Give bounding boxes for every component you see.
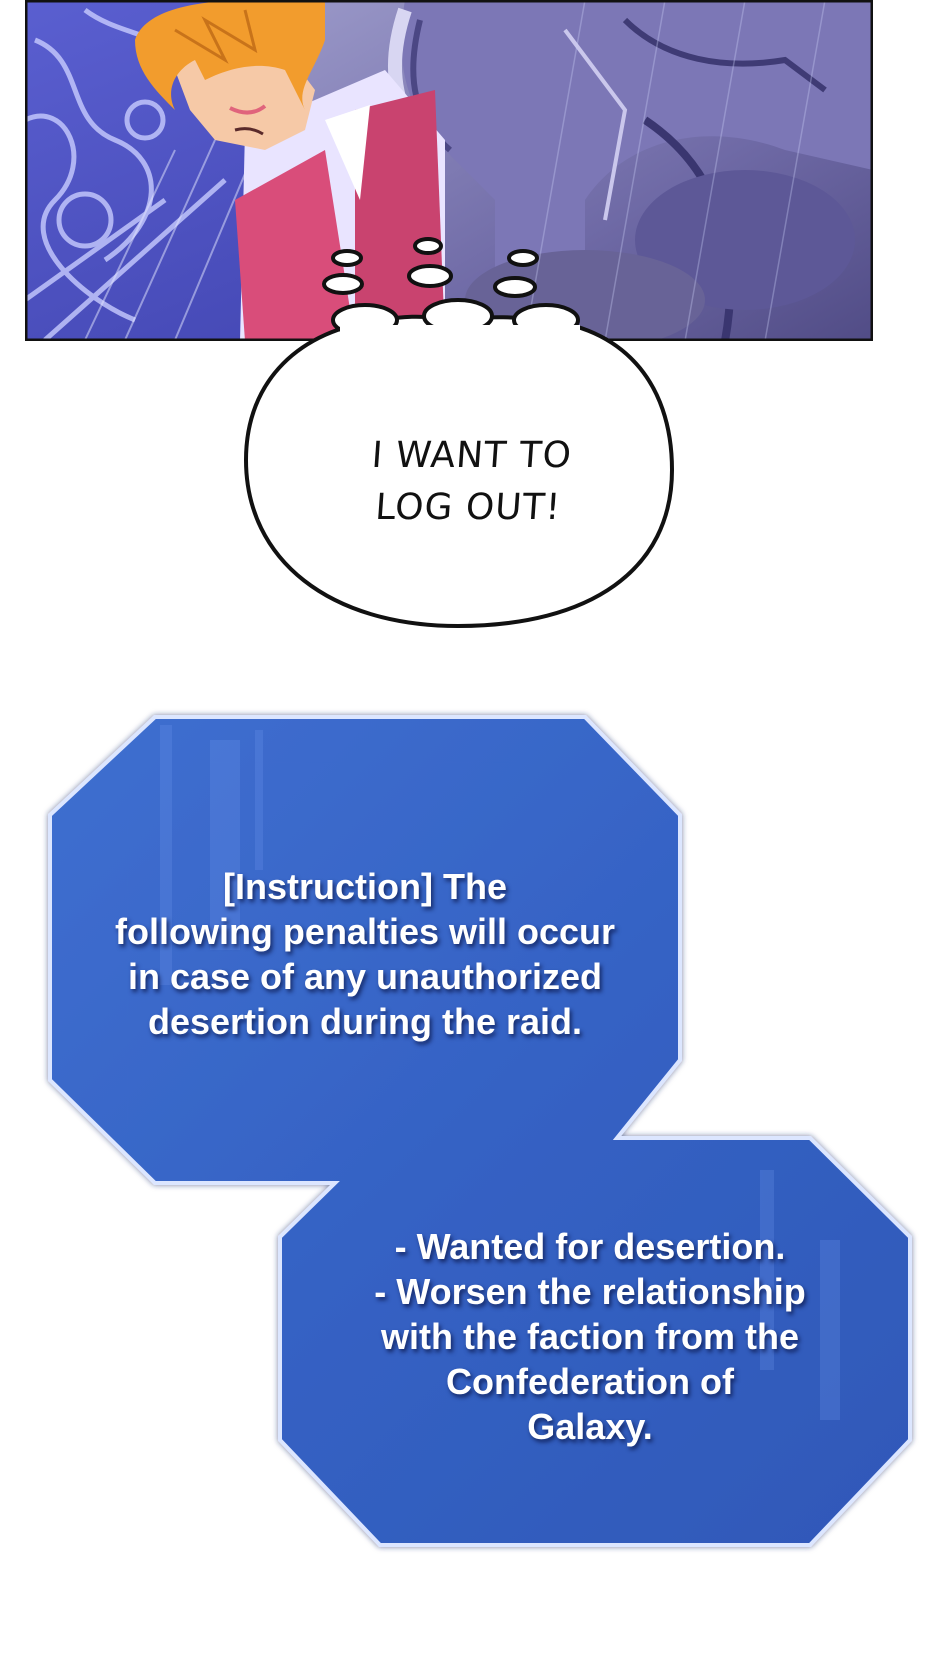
instruction-text: [Instruction] The following penalties wi… [60, 864, 670, 1044]
instruction-line-1: [Instruction] The [223, 866, 507, 907]
penalty-line-3: with the faction from the [381, 1316, 799, 1357]
instruction-line-4: desertion during the raid. [147, 1001, 583, 1042]
penalty-line-1: - Wanted for desertion. [394, 1226, 786, 1267]
instruction-line-3: in case of any unauthorized [127, 956, 603, 997]
instruction-line-2: following penalties will occur [114, 911, 616, 952]
penalty-list: - Wanted for desertion. - Worsen the rel… [340, 1224, 840, 1449]
penalty-line-4: Confederation of [446, 1361, 734, 1402]
panel-artwork [25, 0, 873, 341]
thought-bubble [243, 237, 675, 629]
penalty-line-2: - Worsen the relationship [374, 1271, 806, 1312]
penalty-line-5: Galaxy. [527, 1406, 653, 1447]
comic-panel-illustration [25, 0, 873, 341]
